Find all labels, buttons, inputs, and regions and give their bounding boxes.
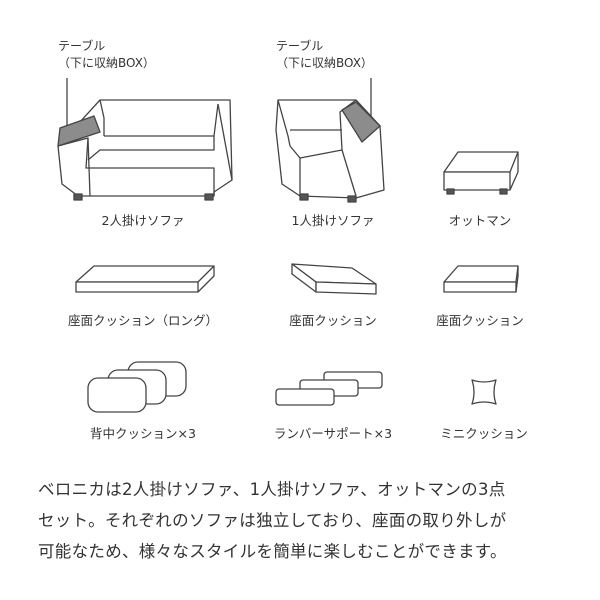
caption-two-seater: 2人掛けソファ <box>101 213 185 228</box>
description-line-1: ベロニカは2人掛けソファ、1人掛けソファ、オットマンの3点 <box>38 480 506 499</box>
two-seater-sofa-drawing <box>57 99 233 201</box>
seat-cushion-center-drawing <box>291 263 377 295</box>
caption-ottoman: オットマン <box>448 213 512 228</box>
caption-one-seater: 1人掛けソファ <box>291 213 375 228</box>
ottoman-drawing <box>443 151 519 195</box>
table-note-left-title: テーブル <box>58 39 106 53</box>
description-line-3: 可能なため、様々なスタイルを簡単に楽しむことができます。 <box>38 542 507 561</box>
table-note-left: テーブル （下に収納BOX） <box>58 38 155 72</box>
caption-mini-cushion: ミニクッション <box>440 426 528 441</box>
product-description: ベロニカは2人掛けソファ、1人掛けソファ、オットマンの3点 セット。それぞれのソ… <box>38 474 578 567</box>
table-note-right-title: テーブル <box>276 39 324 53</box>
one-seater-sofa-drawing <box>275 99 385 203</box>
caption-seat-cushion-center: 座面クッション <box>289 313 377 328</box>
lumbar-supports-drawing <box>275 371 383 406</box>
caption-back-cushions: 背中クッション×3 <box>90 426 196 441</box>
caption-lumbar-supports: ランバーサポート×3 <box>273 426 393 441</box>
mini-cushion-drawing <box>471 379 497 405</box>
long-seat-cushion-drawing <box>75 265 215 293</box>
table-note-right: テーブル （下に収納BOX） <box>276 38 373 72</box>
table-note-right-sub: （下に収納BOX） <box>276 56 373 70</box>
seat-cushion-right-drawing <box>443 265 519 293</box>
caption-seat-cushion-right: 座面クッション <box>436 313 524 328</box>
table-note-left-sub: （下に収納BOX） <box>58 56 155 70</box>
caption-long-seat-cushion: 座面クッション（ロング） <box>67 313 219 328</box>
back-cushions-drawing <box>87 361 187 413</box>
description-line-2: セット。それぞれのソファは独立しており、座面の取り外しが <box>38 511 507 530</box>
